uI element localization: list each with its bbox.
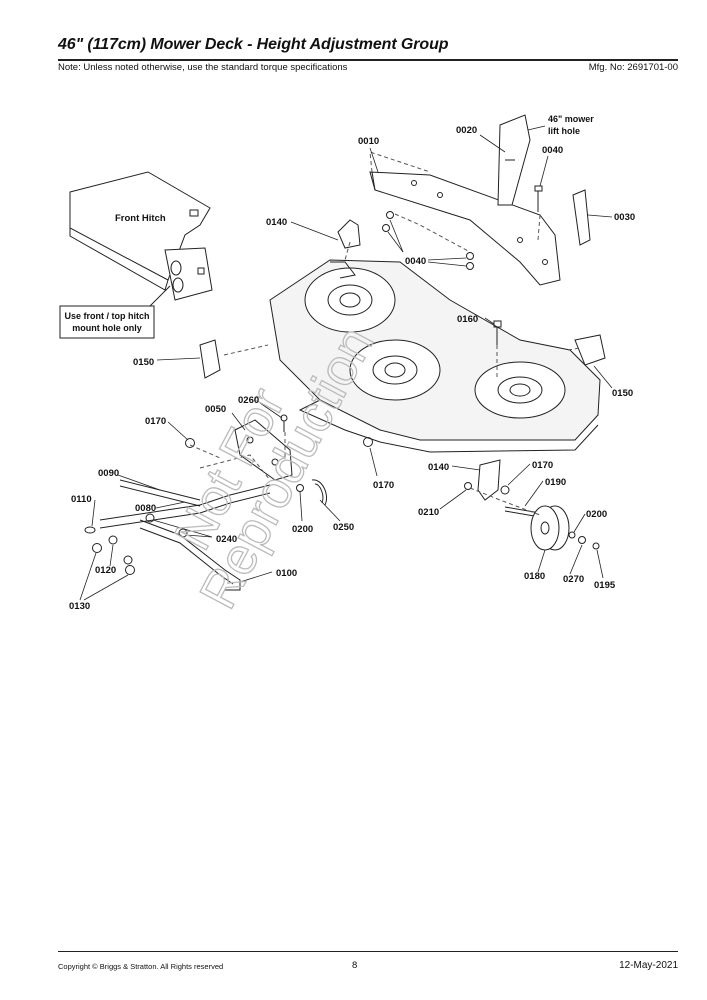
lift-arm-0030 — [572, 189, 591, 246]
part-label: 0195 — [594, 580, 616, 591]
washer-0210 — [464, 482, 472, 490]
part-label: 0160 — [457, 314, 478, 325]
hitch-note-line2: mount hole only — [72, 323, 142, 333]
part-label: 0200 — [586, 509, 607, 520]
part-label: 0170 — [145, 416, 166, 427]
lift-arm-0020 — [497, 114, 531, 206]
part-label: 0080 — [135, 503, 156, 514]
part-label: 0190 — [545, 477, 566, 488]
part-label: 0020 — [456, 125, 477, 136]
part-label: 0170 — [532, 460, 553, 471]
gauge-wheel-0180 — [530, 505, 570, 551]
bushings-0120 — [108, 535, 133, 565]
deck-lift-bracket — [369, 171, 561, 286]
part-label: 0180 — [524, 571, 545, 582]
part-label: 0100 — [276, 568, 297, 579]
hitch-note-line1: Use front / top hitch — [65, 311, 150, 321]
pin-0260 — [280, 414, 288, 432]
rear-bracket-0050 — [234, 419, 293, 481]
part-label: 0010 — [358, 136, 379, 147]
part-label: 0200 — [292, 524, 313, 535]
bracket-0150-right — [574, 334, 606, 366]
watermark: Not For Reproduction — [163, 317, 386, 619]
bracket-0140-lower — [477, 459, 501, 501]
part-label: 0240 — [216, 534, 237, 545]
part-label: 0140 — [266, 217, 287, 228]
part-label: 0030 — [614, 212, 635, 223]
part-label: 0090 — [98, 468, 119, 479]
part-label: 0260 — [238, 395, 259, 406]
part-label: 0250 — [333, 522, 354, 533]
front-hitch-plate — [59, 171, 213, 339]
part-label: 0120 — [95, 565, 116, 576]
nut-0170-center — [363, 437, 373, 447]
nuts-0130 — [92, 543, 135, 575]
part-label: 0130 — [69, 601, 90, 612]
nuts-0040 — [382, 211, 474, 270]
mfg-number: Mfg. No: 2691701-00 — [588, 62, 678, 73]
part-label: 0150 — [133, 357, 154, 368]
nut-0170-left — [185, 438, 195, 448]
part-label: 0270 — [563, 574, 584, 585]
wheel-hardware — [568, 531, 600, 550]
front-hitch-label: Front Hitch — [115, 213, 166, 224]
part-label: 0140 — [428, 462, 449, 473]
bracket-0150-left — [199, 339, 221, 379]
part-label: 0040 — [542, 145, 563, 156]
footer-rule — [58, 951, 678, 952]
header-rule — [58, 59, 678, 61]
part-label: 0110 — [71, 494, 92, 505]
bracket-0140-top — [337, 219, 361, 249]
torque-note: Note: Unless noted otherwise, use the st… — [58, 62, 348, 73]
copyright: Copyright © Briggs & Stratton. All Right… — [58, 962, 224, 971]
publish-date: 12-May-2021 — [619, 960, 678, 971]
page-number: 8 — [352, 960, 358, 971]
clip-0250 — [311, 479, 327, 506]
lift-hole-line2: lift hole — [548, 126, 580, 136]
height-adjustment-rod — [99, 484, 271, 591]
bolt-0040 — [534, 185, 543, 212]
part-label: 0040 — [405, 256, 426, 267]
lift-hole-line1: 46" mower — [548, 114, 594, 124]
nut-0170-right — [500, 485, 510, 495]
page-title: 46" (117cm) Mower Deck - Height Adjustme… — [58, 36, 449, 53]
part-label: 0150 — [612, 388, 633, 399]
part-label: 0210 — [418, 507, 439, 518]
part-label: 0170 — [373, 480, 394, 491]
washer-0200-left — [296, 484, 304, 492]
spacer-0110 — [84, 526, 96, 534]
part-label: 0050 — [205, 404, 226, 415]
